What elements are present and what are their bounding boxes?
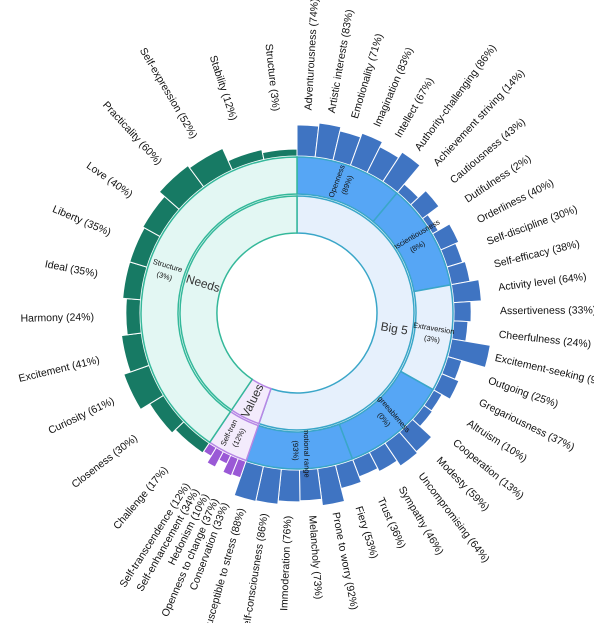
leaf-label-fiery-53: Fiery (53%) [352, 505, 380, 560]
leaf-label-excitement-41: Excitement (41%) [17, 354, 100, 385]
leaf-label-trust-36: Trust (36%) [375, 496, 408, 551]
leaf-label-activity-level-64: Activity level (64%) [498, 271, 588, 294]
category-arc-big-5[interactable] [257, 195, 415, 431]
facet-arc-structure[interactable] [140, 156, 298, 444]
leaf-label-liberty-35: Liberty (35%) [51, 203, 113, 239]
leaf-label-gregariousness-37: Gregariousness (37%) [477, 397, 577, 454]
leaf-label-artistic-interests-83: Artistic interests (83%) [326, 9, 356, 115]
facet-value-emotional-range: (93%) [291, 440, 300, 461]
leaf-label-self-consciousness-86: Self-consciousness (86%) [240, 512, 271, 623]
leaf-label-ideal-35: Ideal (35%) [44, 258, 99, 280]
leaf-bar-structure-3[interactable] [261, 148, 298, 161]
leaf-bar-assertiveness-33[interactable] [453, 301, 472, 323]
facet-ring: Openness(89%)Conscientiousness(8%)Extrav… [140, 156, 455, 478]
facet-label-emotional-range: Emotional range [302, 423, 312, 478]
leaf-label-structure-3: Structure (3%) [263, 43, 282, 112]
leaf-label-stability-12: Stability (12%) [207, 54, 240, 122]
leaf-label-practicality-60: Practicality (60%) [100, 99, 164, 167]
leaf-label-cautiousness-43: Cautiousness (43%) [448, 116, 528, 186]
leaf-ring [120, 122, 491, 507]
leaf-label-closeness-30: Closeness (30%) [69, 432, 140, 490]
leaf-label-cheerfulness-24: Cheerfulness (24%) [498, 329, 592, 351]
facet-value-extraversion: (3%) [423, 333, 441, 345]
leaf-bar-harmony-24[interactable] [125, 298, 142, 336]
category-arc-needs[interactable] [179, 195, 298, 412]
category-label-big-5: Big 5 [380, 319, 410, 337]
leaf-label-immoderation-76: Immoderation (76%) [278, 516, 294, 612]
leaf-label-harmony-24: Harmony (24%) [20, 311, 94, 325]
leaf-label-self-expression-52: Self-expression (52%) [137, 46, 200, 141]
leaf-label-curiosity-61: Curiosity (61%) [46, 395, 116, 437]
leaf-label-prone-to-worry-92: Prone to worry (92%) [330, 511, 360, 611]
leaf-label-self-efficacy-38: Self-efficacy (38%) [493, 238, 581, 271]
leaf-label-love-40: Love (40%) [84, 160, 135, 201]
leaf-label-adventurousness-74: Adventurousness (74%) [303, 0, 321, 111]
leaf-label-assertiveness-33: Assertiveness (33%) [500, 304, 594, 317]
leaf-bar-immoderation-76[interactable] [277, 468, 301, 503]
leaf-labels: Adventurousness (74%) Artistic interests … [16, 0, 594, 623]
leaf-label-melancholy-73: Melancholy (73%) [306, 515, 324, 600]
